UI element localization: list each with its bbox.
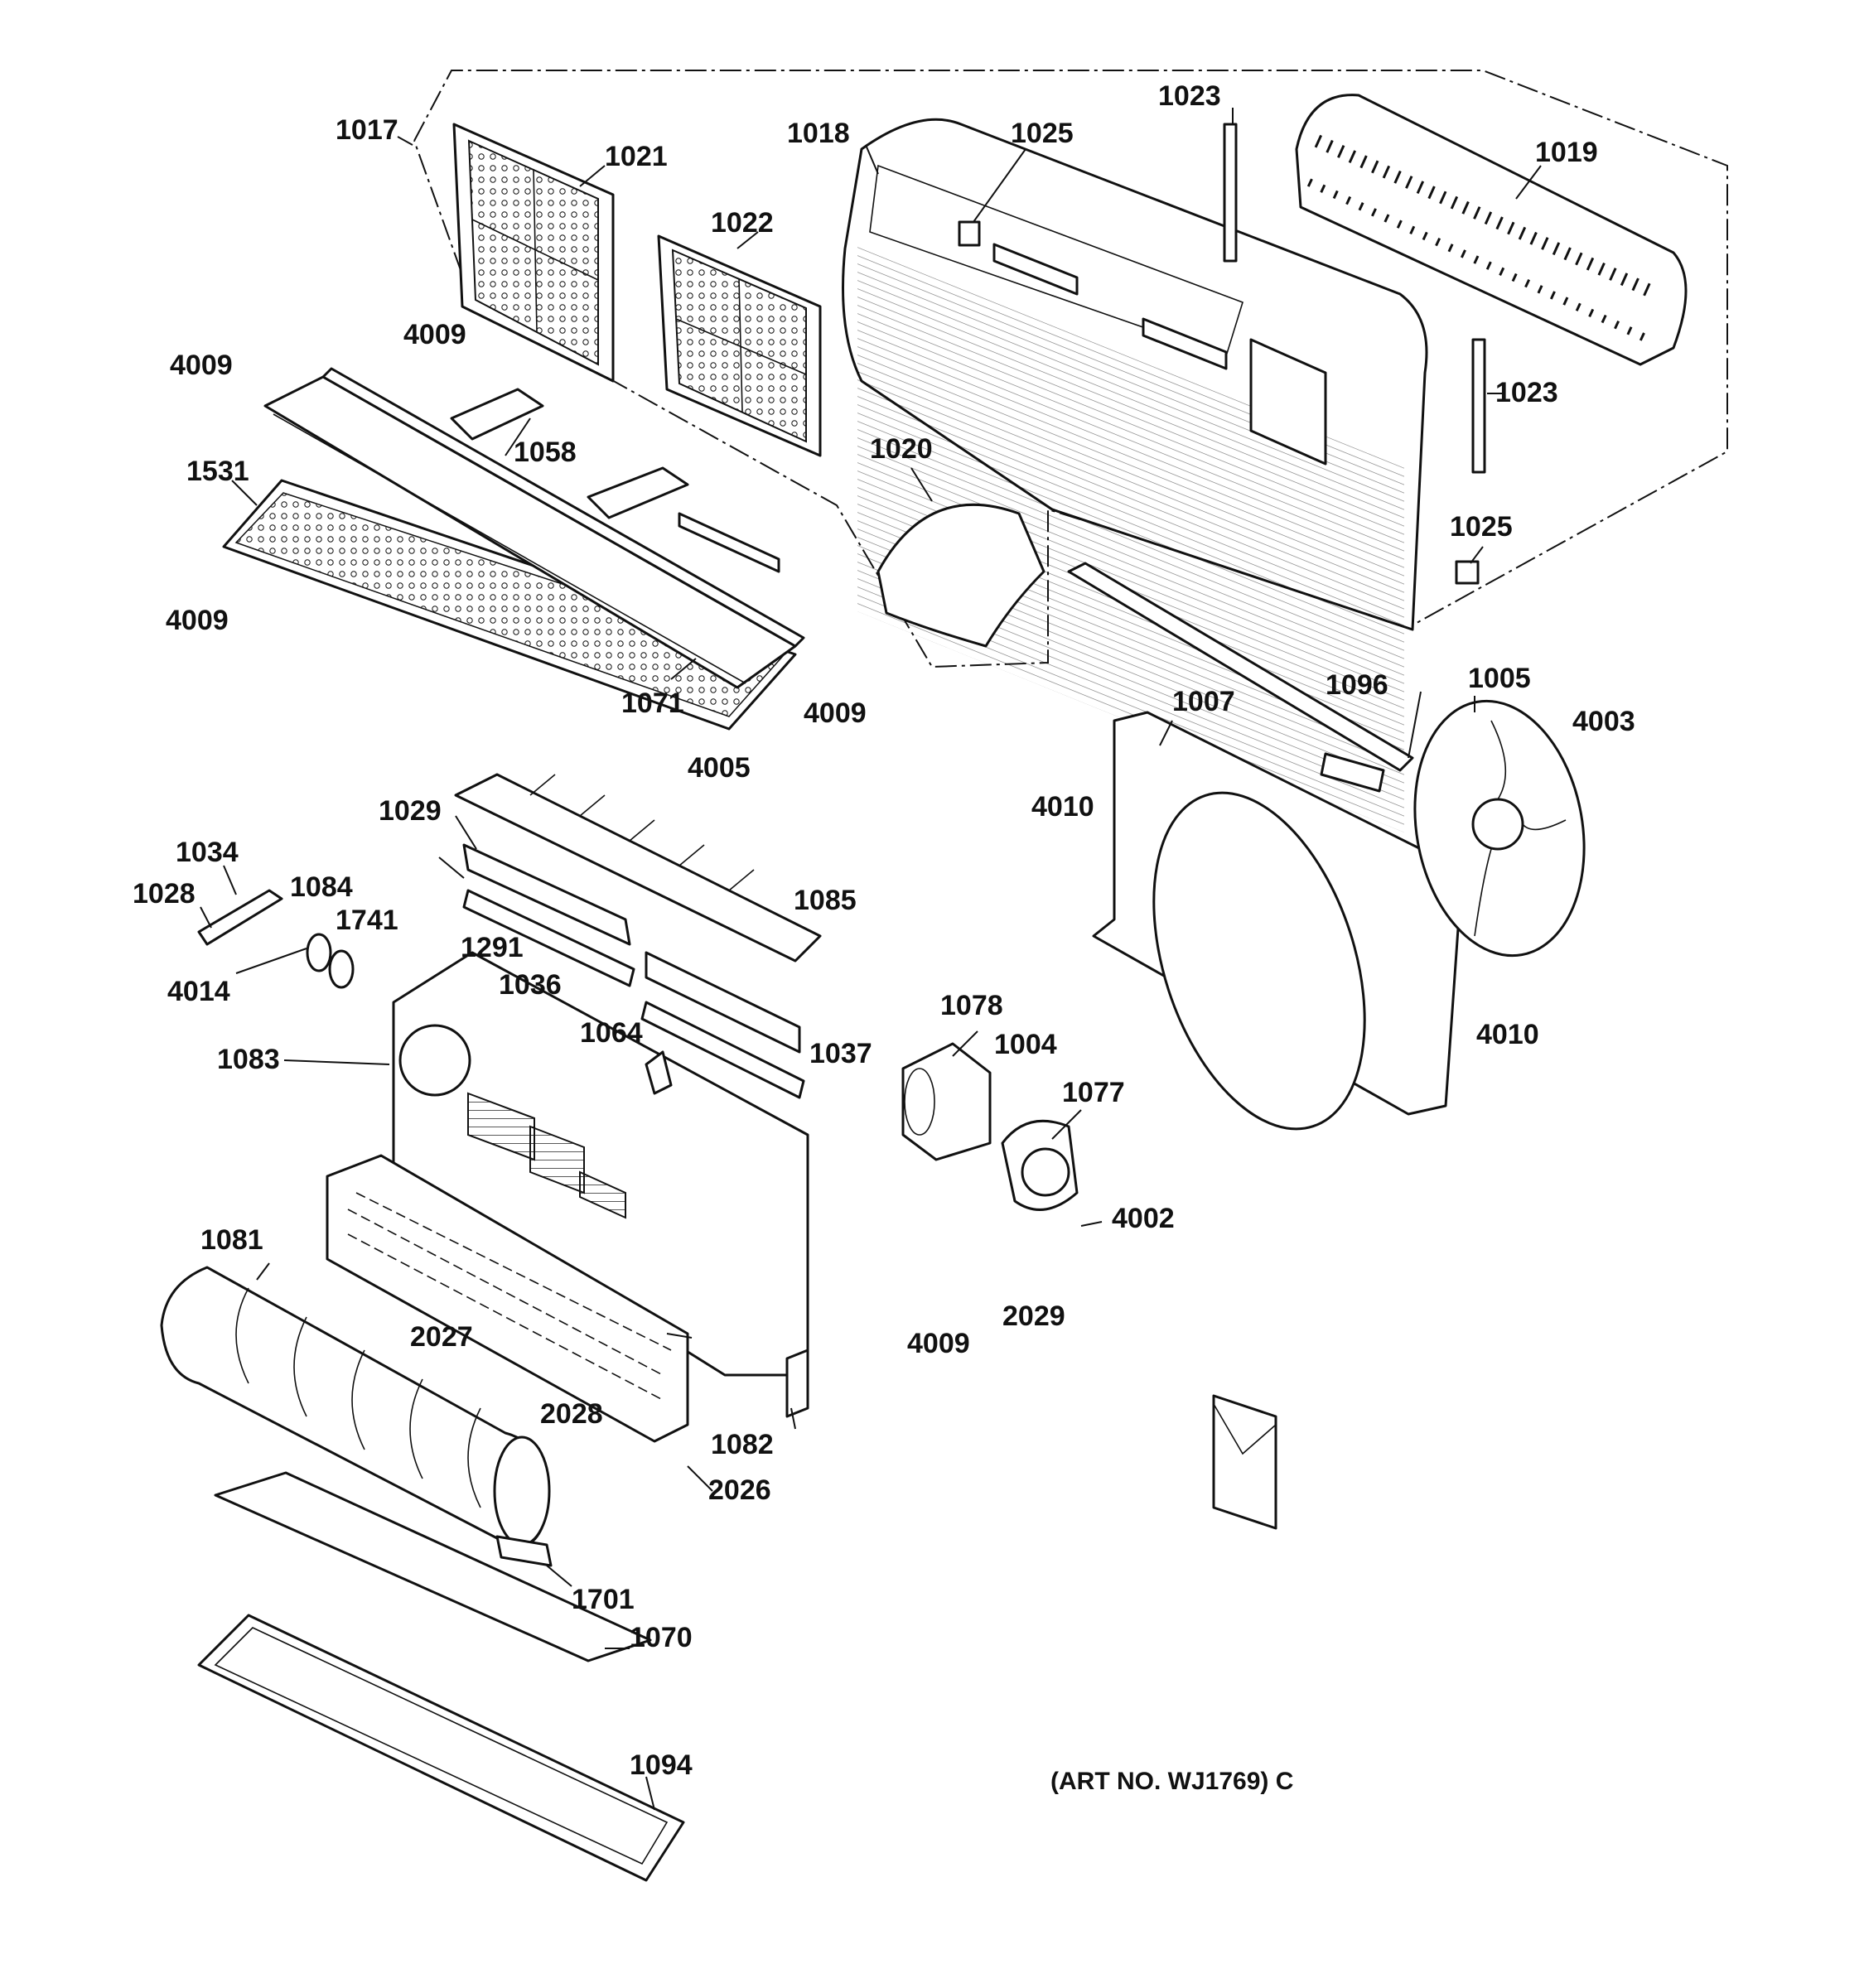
callout-label: 1017: [336, 114, 398, 146]
callout-labels: 1017 1021 1022 1018 1025 1023 1019 1023 …: [133, 80, 1635, 1795]
callout-label: 4014: [167, 976, 230, 1007]
callout-label: 1005: [1468, 663, 1531, 694]
callout-label: 1028: [133, 878, 196, 910]
callout-label: 1531: [186, 456, 249, 487]
part-1019-discharge-grille: [1295, 94, 1688, 366]
part-1025-clip-upper: [958, 220, 981, 247]
part-1078-motor-bracket: [901, 1042, 992, 1161]
callout-label: 1023: [1158, 80, 1221, 112]
callout-label: 1084: [290, 871, 353, 903]
callout-label: 1081: [200, 1224, 263, 1256]
callout-label: 1004: [994, 1029, 1057, 1060]
callout-label: 1071: [621, 688, 684, 719]
callout-label: 1021: [605, 141, 668, 172]
part-1058-bracket-a: [450, 388, 544, 441]
part-1034-bracket: [197, 889, 283, 946]
callout-label: 1083: [217, 1044, 280, 1075]
callout-label: 1020: [870, 433, 933, 465]
callout-label: 2026: [708, 1474, 771, 1506]
part-1085-scroll: [454, 773, 822, 963]
part-1064-clip: [645, 1050, 673, 1095]
callout-label: 1077: [1062, 1077, 1125, 1108]
callout-label: 2028: [540, 1398, 603, 1430]
callout-label: 1078: [940, 990, 1003, 1021]
part-1007-shroud: [1092, 711, 1464, 1131]
part-1023-side-strips: [1223, 123, 1486, 474]
part-1020-baffle: [876, 503, 1045, 648]
part-1701-clip: [495, 1535, 553, 1567]
art-number: (ART NO. WJ1769) C: [1050, 1768, 1293, 1795]
callout-label: 1025: [1450, 511, 1513, 543]
callout-label: 1037: [809, 1038, 872, 1069]
callout-label: 1082: [711, 1429, 774, 1460]
callout-label: 1034: [176, 837, 239, 868]
part-1531-mesh-screen: [222, 479, 797, 731]
callout-label: 4009: [166, 605, 229, 636]
part-1741-bearing: [328, 949, 355, 989]
callout-label: 2029: [1002, 1300, 1065, 1332]
callout-label: 4002: [1112, 1203, 1175, 1234]
callout-label: 1094: [630, 1749, 693, 1781]
callout-label: 1064: [580, 1017, 643, 1049]
callout-label: 1007: [1172, 686, 1235, 717]
callout-label: 1019: [1535, 137, 1598, 168]
callout-label: 4010: [1031, 791, 1094, 823]
leader-lines: [200, 108, 1542, 1811]
callout-label: 2027: [410, 1321, 473, 1353]
callout-label: 1022: [711, 207, 774, 239]
part-1084-washer: [306, 933, 332, 972]
part-1022-filter: [657, 234, 822, 457]
callout-label: 4010: [1476, 1019, 1539, 1050]
part-1082-bracket: [785, 1349, 809, 1418]
part-1058-strip: [678, 512, 780, 573]
part-1083-blower-housing: [392, 951, 809, 1377]
part-1071-rail: [263, 367, 805, 689]
part-1096-bar: [1067, 562, 1414, 772]
callout-label: 1018: [787, 118, 850, 149]
callout-label: 4009: [804, 697, 867, 729]
part-1058-bracket-b: [587, 466, 689, 519]
part-1077-motor: [1001, 1119, 1079, 1211]
part-1025-clip-lower: [1455, 560, 1480, 585]
part-1070-panel: [214, 1471, 652, 1662]
callout-label: 4009: [170, 350, 233, 381]
callout-label: 4005: [688, 752, 751, 784]
callout-label: 1291: [461, 932, 524, 963]
callout-label: 4003: [1572, 706, 1635, 737]
callout-label: 1701: [572, 1584, 635, 1615]
callout-label: 1741: [336, 905, 398, 936]
part-2026-heater: [326, 1154, 689, 1443]
callout-label: 1070: [630, 1622, 693, 1653]
literature-envelope: [1212, 1394, 1277, 1530]
part-1005-fan-blade: [1413, 699, 1586, 958]
callout-label: 4009: [403, 319, 466, 350]
callout-label: 1058: [514, 437, 577, 468]
part-1021-filter: [452, 123, 615, 383]
callout-label: 4009: [907, 1328, 970, 1359]
callout-label: 1096: [1326, 669, 1388, 701]
callout-label: 1023: [1495, 377, 1558, 408]
callout-label: 1025: [1011, 118, 1074, 149]
callout-label: 1029: [379, 795, 442, 827]
callout-label: 1085: [794, 885, 857, 916]
part-1291-1036-heater-coils: [462, 843, 805, 1099]
part-1094-drain-pan: [197, 1614, 685, 1882]
callout-label: 1036: [499, 969, 562, 1001]
